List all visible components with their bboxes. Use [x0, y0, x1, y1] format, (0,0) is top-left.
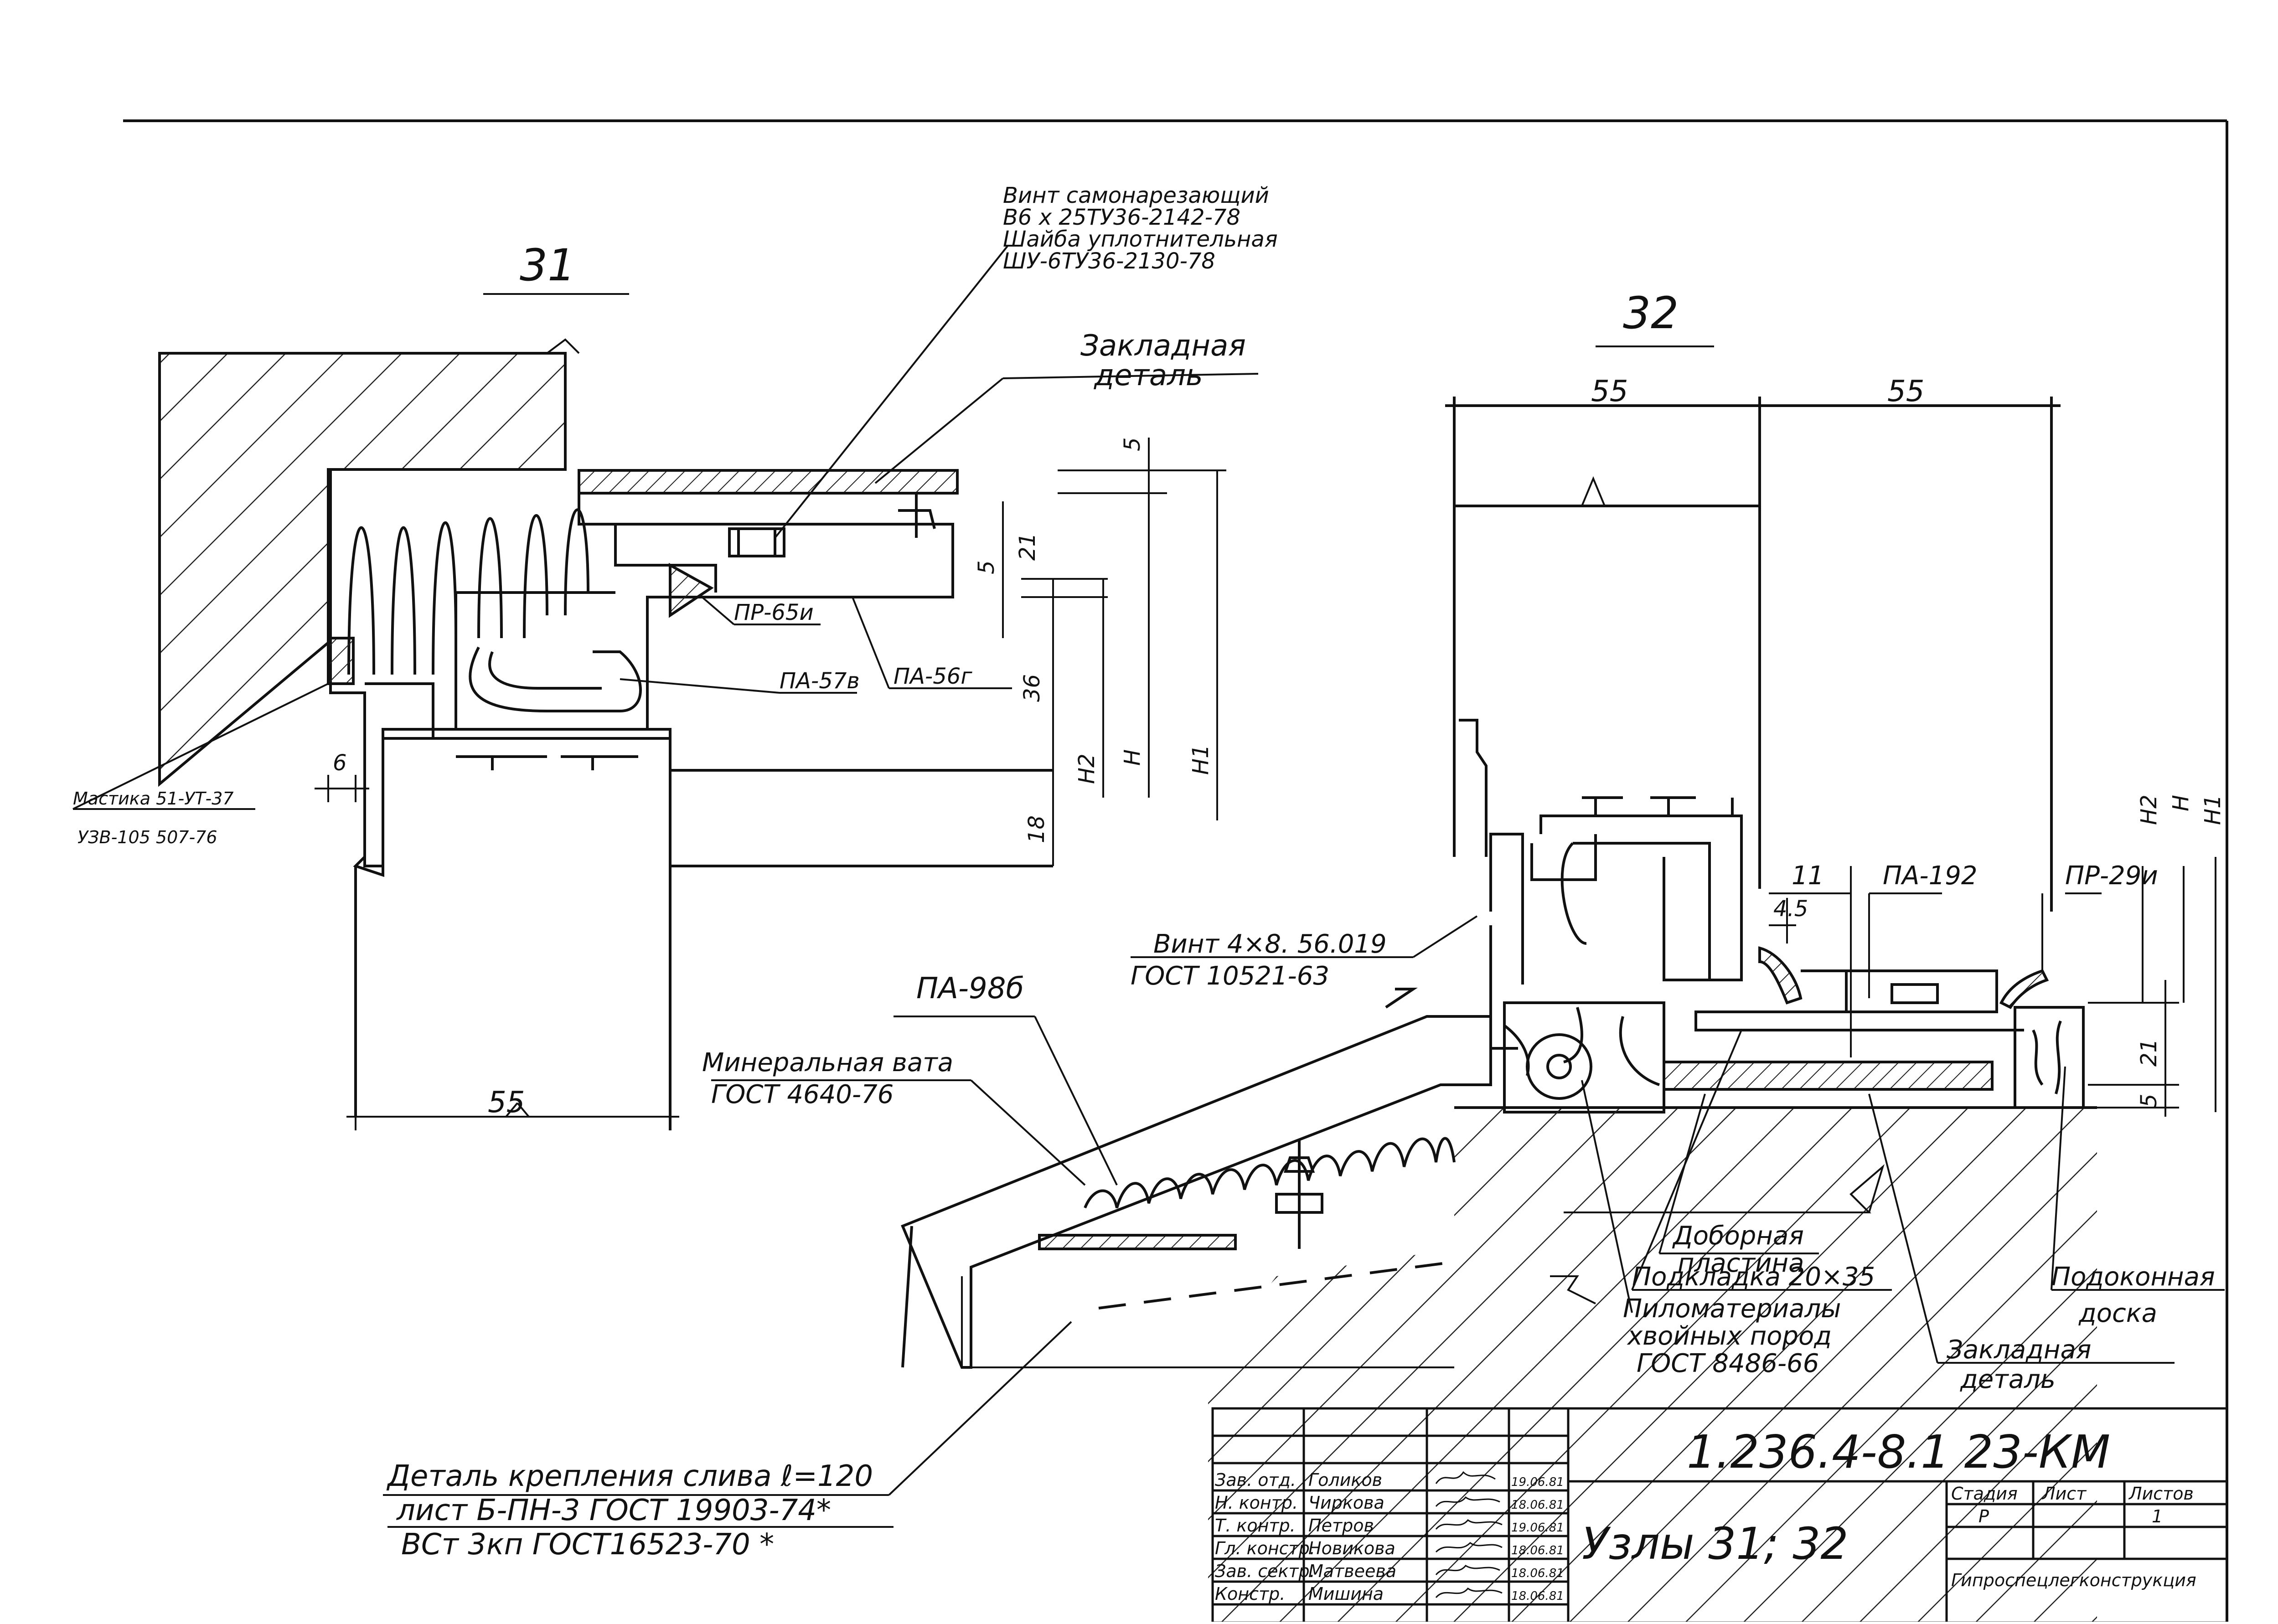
sign-date: 19.06.81	[1511, 1475, 1564, 1489]
node-32-title: 32	[1623, 288, 1679, 339]
node-32-labels: 32 55 55 11 4.5 ПА-192 ПР-29и H2 H H1 21…	[386, 288, 2226, 1562]
sign-date: 18.06.81	[1511, 1498, 1564, 1512]
node-32-plate-label: Доборная	[1672, 1221, 1804, 1251]
signer-name: Чиркова	[1308, 1493, 1384, 1513]
node-31-washer-label: Шайба уплотнительная	[1003, 227, 1278, 252]
node-32-dim-h1: H1	[2200, 794, 2226, 825]
sign-date: 18.06.81	[1511, 1567, 1564, 1580]
node-32-pa192-label: ПА-192	[1883, 861, 1978, 891]
node-32-wool-spec: ГОСТ 4640-76	[711, 1080, 894, 1109]
sheets-label: Листов	[2128, 1484, 2194, 1504]
node-31-dim-36: 36	[1019, 674, 1045, 702]
node-32-dim-45: 4.5	[1773, 896, 1808, 922]
node-32-lumber-label: Пиломатериалы	[1623, 1294, 1841, 1324]
node-31-drawing	[158, 338, 1053, 1130]
signatures	[1435, 1471, 1503, 1598]
node-31-dim-h2: H2	[1074, 753, 1100, 784]
node-32-pa98-label: ПА-98б	[916, 972, 1024, 1005]
signer-name: Матвеева	[1308, 1561, 1396, 1581]
node-32-dim-11: 11	[1792, 861, 1824, 891]
node-31-screw-label: Винт самонарезающий	[1003, 183, 1269, 208]
node-32-screw-label: Винт 4×8. 56.019	[1153, 929, 1387, 959]
sheet-label: Лист	[2041, 1484, 2087, 1504]
signer-role: Гл. констр.	[1215, 1538, 1315, 1558]
node-32-dim-55b: 55	[1887, 375, 1924, 408]
sign-date: 18.06.81	[1511, 1544, 1564, 1557]
node-32-dim-21: 21	[2136, 1039, 2162, 1067]
node-31-labels: 31 Винт самонарезающий В6 х 25ТУ36-2142-…	[73, 183, 1278, 1119]
node-31-dim-5b: 5	[974, 560, 999, 574]
node-31-embedded-label-2: деталь	[1094, 359, 1203, 392]
signer-role: Т. контр.	[1215, 1516, 1296, 1536]
node-32-dim-h: H	[2168, 795, 2194, 811]
node-31-pa56-label: ПА-56г	[894, 664, 972, 689]
node-31-dim-5a: 5	[1120, 437, 1145, 451]
sheet-value: 1	[2152, 1506, 2163, 1526]
node-32-dim-5: 5	[2136, 1093, 2162, 1108]
node-31-leaders	[72, 245, 1714, 810]
organization: Гипроспецлегконструкция	[1951, 1570, 2196, 1590]
node-32-drip-spec: лист Б-ПН-3 ГОСТ 19903-74*	[396, 1494, 831, 1527]
node-32-screw-spec: ГОСТ 10521-63	[1131, 961, 1329, 991]
signer-role: Констр.	[1215, 1584, 1285, 1604]
node-32-lumber-spec: ГОСТ 8486-66	[1637, 1349, 1819, 1378]
node-31-mastic-label: Мастика 51-УТ-37	[73, 789, 234, 809]
node-32-drip-label: Деталь крепления слива ℓ=120	[386, 1459, 873, 1493]
signer-role: Н. контр.	[1215, 1493, 1298, 1513]
node-32-embedded-label-2: деталь	[1960, 1365, 2056, 1394]
node-32-drip-spec-2: ВСт 3кп ГОСТ16523-70 *	[401, 1528, 774, 1562]
node-31-dim-18: 18	[1024, 815, 1049, 843]
sheet-frame	[123, 119, 2228, 1622]
signer-name: Голиков	[1308, 1470, 1382, 1490]
title-block-text: 1.236.4-8.1 23-КМ Узлы 31; 32 Стадия Лис…	[1215, 1425, 2196, 1604]
stage-value: Р	[1978, 1506, 1989, 1526]
node-32-wool-label: Минеральная вата	[702, 1048, 953, 1078]
drawing-title: Узлы 31; 32	[1582, 1518, 1848, 1569]
node-31-dim-55: 55	[488, 1086, 525, 1119]
node-32-sill-label-2: доска	[2078, 1299, 2157, 1328]
node-32-pad-label: Подкладка 20×35	[1632, 1262, 1875, 1292]
signer-name: Новикова	[1308, 1538, 1395, 1558]
node-31-screw-spec: В6 х 25ТУ36-2142-78	[1003, 205, 1240, 230]
signer-role: Зав. отд.	[1215, 1470, 1296, 1490]
node-31-title: 31	[520, 240, 575, 291]
node-32-lumber-label-2: хвойных пород	[1627, 1321, 1832, 1351]
signer-name: Петров	[1308, 1516, 1374, 1536]
node-32-embedded-label: Закладная	[1947, 1335, 2092, 1365]
node-32-drawing	[901, 397, 2097, 1622]
sign-date: 19.06.81	[1511, 1521, 1564, 1535]
node-31-embedded-label: Закладная	[1080, 329, 1246, 363]
node-32-dim-h2: H2	[2136, 794, 2162, 825]
doc-code: 1.236.4-8.1 23-КМ	[1687, 1425, 2110, 1479]
node-32-leaders	[383, 892, 2225, 1528]
signer-name: Мишина	[1308, 1584, 1384, 1604]
node-31-dimensions	[315, 438, 1226, 1130]
title-block	[1211, 1407, 2228, 1624]
stage-label: Стадия	[1951, 1484, 2018, 1504]
node-31-dim-6: 6	[333, 750, 347, 776]
node-32-dimensions	[1769, 857, 2216, 1117]
node-31-pr65-label: ПР-65и	[734, 600, 814, 625]
node-31-dim-h: H	[1120, 749, 1145, 766]
node-32-plate-label-2: пластина	[1678, 1248, 1804, 1278]
sign-date: 18.06.81	[1511, 1589, 1564, 1603]
node-32-dim-55a: 55	[1591, 375, 1628, 408]
signer-role: Зав. сектр.	[1215, 1561, 1315, 1581]
node-32-pr29-label: ПР-29и	[2065, 861, 2158, 891]
node-31-washer-spec: ШУ-6ТУ36-2130-78	[1003, 248, 1215, 274]
node-31-dim-h1: H1	[1188, 744, 1214, 775]
node-32-sill-label: Подоконная	[2051, 1262, 2215, 1292]
node-31-mastic-spec: УЗВ-105 507-76	[77, 827, 217, 847]
node-31-pa57-label: ПА-57в	[780, 668, 860, 694]
node-31-dim-21: 21	[1015, 533, 1040, 561]
